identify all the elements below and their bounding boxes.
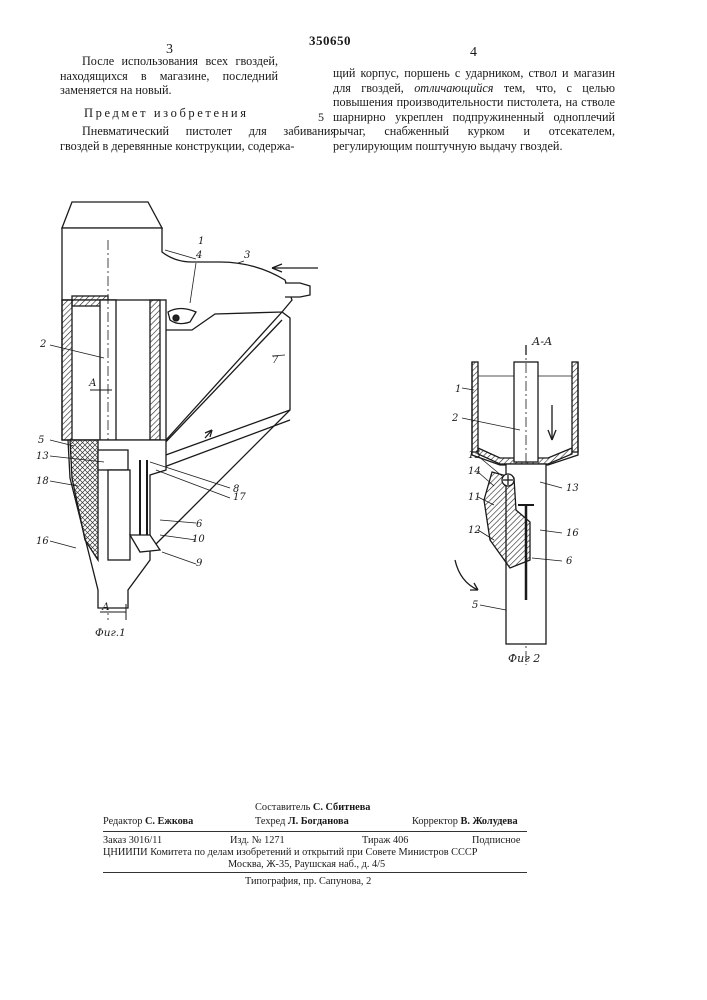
credits-divider [103, 831, 527, 832]
fig1-label-16: 16 [36, 536, 49, 547]
fig1-label-3: 3 [244, 250, 250, 261]
address: Москва, Ж-35, Раушская наб., д. 4/5 [228, 858, 385, 871]
fig2-label-12: 12 [468, 525, 481, 536]
printing-house: Типография, пр. Сапунова, 2 [245, 875, 371, 888]
compiler-line: Составитель С. Сбитнева [255, 801, 370, 814]
fig1-label-1: 1 [198, 236, 204, 247]
editor-line: Редактор С. Ежкова [103, 815, 193, 828]
fig2-label-13: 13 [566, 483, 579, 494]
compiler-label: Составитель [255, 802, 310, 813]
tech-editor-name: Л. Богданова [288, 816, 349, 827]
fig1-label-7: 7 [272, 355, 279, 366]
printing-divider [103, 872, 527, 873]
fig1-section-a-top: А [88, 378, 97, 389]
tech-editor-label: Техред [255, 816, 285, 827]
fig2-label-5: 5 [472, 600, 478, 611]
editor-label: Редактор [103, 816, 142, 827]
fig1-caption: Фиг.1 [95, 627, 126, 639]
compiler-name: С. Сбитнева [313, 802, 371, 813]
fig1-label-2: 2 [39, 339, 46, 350]
tech-editor-line: Техред Л. Богданова [255, 815, 349, 828]
fig1-label-9: 9 [196, 558, 203, 569]
fig2-label-1: 1 [455, 384, 461, 395]
fig2-label-16: 16 [566, 528, 579, 539]
editor-name: С. Ежкова [145, 816, 193, 827]
fig2-label-2: 2 [451, 413, 458, 424]
fig2-caption: Фиг 2 [508, 652, 540, 665]
fig2-label-15: 15 [468, 450, 481, 461]
figure-1-drawing [50, 202, 318, 620]
fig1-label-4: 4 [195, 250, 202, 261]
fig1-label-13: 13 [36, 451, 49, 462]
fig1-label-5: 5 [38, 435, 44, 446]
fig1-label-18: 18 [36, 476, 49, 487]
fig2-label-11: 11 [468, 492, 481, 503]
subscription: Подписное [472, 834, 520, 847]
fig1-label-10: 10 [192, 534, 205, 545]
fig1-label-6: 6 [196, 519, 203, 530]
corrector-name: В. Жолудева [460, 816, 517, 827]
fig2-label-14: 14 [468, 466, 481, 477]
corrector-label: Корректор [412, 816, 458, 827]
fig2-label-6: 6 [566, 556, 573, 567]
fig2-section-title: А-А [531, 335, 552, 348]
fig1-section-a-bottom: А [101, 602, 110, 613]
fig1-label-17: 17 [233, 492, 246, 503]
figure-2-drawing [455, 345, 578, 665]
corrector-line: Корректор В. Жолудева [412, 815, 518, 828]
